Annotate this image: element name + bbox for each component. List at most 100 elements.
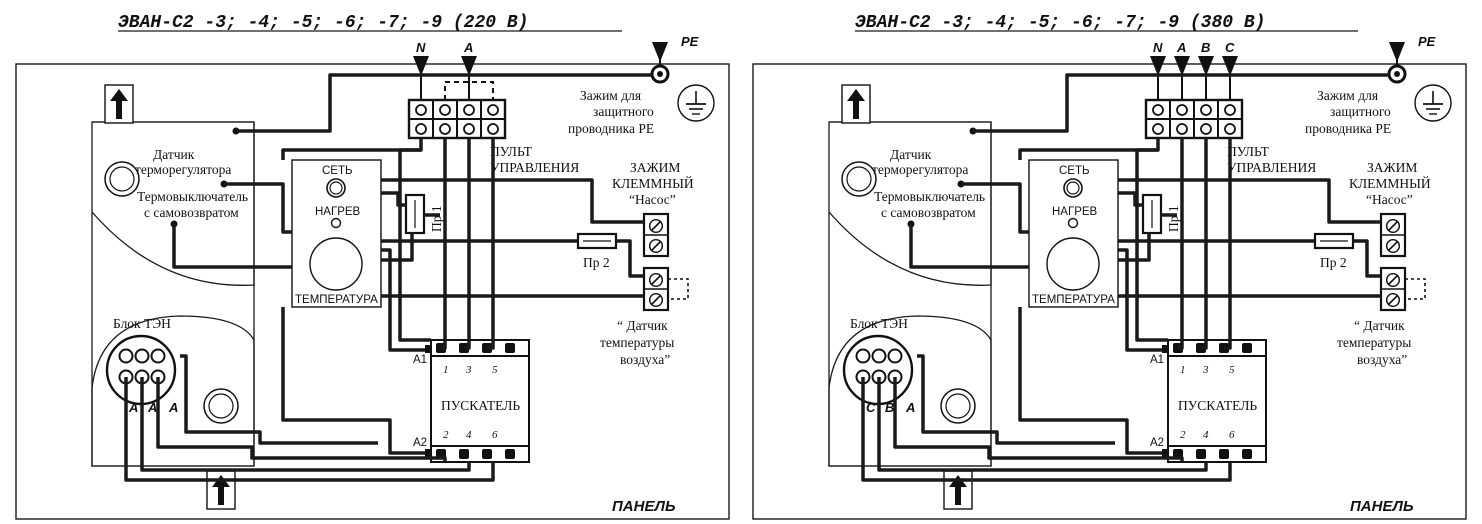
coil-a2: A2 [413,437,427,449]
pe-clamp-label-1: Зажим для [580,88,641,103]
heat-label: НАГРЕВ [1052,206,1098,218]
ground-icon [677,84,715,122]
heat-label: НАГРЕВ [315,206,361,218]
wires [861,73,1389,482]
terminal-label-3: “Насос” [1366,192,1413,207]
pe-label: PE [681,34,699,49]
set-label: СЕТЬ [1059,165,1090,177]
terminal-label-1: ЗАЖИМ [630,160,680,175]
panel-frame [15,63,730,520]
control-panel-label-2: УПРАВЛЕНИЯ [490,160,579,175]
diagram-380v: ЭВАН-С2 -3; -4; -5; -6; -7; -9 (380 В) П… [752,13,1467,520]
thermo-switch-label-1: Термовыключатель [137,189,248,204]
svg-text:Датчик: Датчик [153,147,195,162]
diagram-title: ЭВАН-С2 -3; -4; -5; -6; -7; -9 (380 В) [855,13,1265,33]
temperature-knob [309,237,363,291]
diagram-title: ЭВАН-С2 -3; -4; -5; -6; -7; -9 (220 В) [118,13,528,33]
panel-label: ПАНЕЛЬ [612,498,676,515]
terminal-label-2: КЛЕММНЫЙ [1349,176,1431,191]
starter-bot-num-2: 2 [1180,429,1186,441]
fuse-1-label: Пр 1 [429,205,444,232]
heat-indicator [1067,217,1079,229]
starter-top-num-3: 3 [465,364,472,376]
set-label: СЕТЬ [322,165,353,177]
heater-block-label: Блок ТЭН [850,316,908,331]
starter-top-num-5: 5 [1229,364,1235,376]
fuse-1-label: Пр 1 [1166,205,1181,232]
starter-label: ПУСКАТЕЛЬ [1178,398,1257,413]
water-outlet-arrow-icon [104,84,134,124]
heater-phase-1: C [866,400,876,415]
coil-a2: A2 [1150,437,1164,449]
lower-tank-outline [91,315,255,467]
phase-label-b: B [1201,40,1210,55]
diagram-220v: ЭВАН-С2 -3; -4; -5; -6; -7; -9 (220 В) П… [15,13,730,520]
water-outlet-arrow-icon [841,84,871,124]
pe-clamp-label-3: проводника РЕ [568,121,654,136]
heater-phase-2: B [885,400,894,415]
wires [124,73,652,482]
terminal-label-1: ЗАЖИМ [1367,160,1417,175]
phase-label-a: A [463,40,473,55]
starter-bot-num-2: 2 [443,429,449,441]
starter-label: ПУСКАТЕЛЬ [441,398,520,413]
coil-a1: A1 [413,354,427,366]
heater-phase-3: A [168,400,178,415]
input-terminal-block [1144,98,1244,140]
water-inlet-arrow-icon [206,470,236,510]
input-terminal-block [407,98,507,140]
starter-bot-num-6: 6 [1229,429,1235,441]
sensor-label-1: Датчик [890,147,932,162]
control-panel-label-2: УПРАВЛЕНИЯ [1227,160,1316,175]
temp-label: ТЕМПЕРАТУРА [1032,294,1115,306]
phase-label-c: C [1225,40,1235,55]
heat-indicator [330,217,342,229]
heater-phase-2: A [147,400,157,415]
air-sensor-label-1: “ Датчик [1354,318,1405,333]
panel-label: ПАНЕЛЬ [1350,498,1414,515]
svg-text:терморегулятора: терморегулятора [135,162,231,177]
air-sensor-label-2: температуры [600,335,674,350]
starter [1162,339,1267,463]
pe-clamp-label-1: Зажим для [1317,88,1378,103]
starter-bot-num-4: 4 [466,429,472,441]
fuse-2-label: Пр 2 [583,255,610,270]
starter-top-num-1: 1 [1180,364,1186,376]
heater-phase-1: A [128,400,138,415]
fuse-2-label: Пр 2 [1320,255,1347,270]
water-inlet-arrow-icon [943,470,973,510]
terminal-label-2: КЛЕММНЫЙ [612,176,694,191]
starter-bot-num-4: 4 [1203,429,1209,441]
starter-top-num-5: 5 [492,364,498,376]
sensor-label-2: терморегулятора [135,162,231,177]
pe-clamp-label-3: проводника РЕ [1305,121,1391,136]
control-panel-label-1: ПУЛЬТ [490,144,533,159]
air-sensor-label-3: воздуха” [1357,352,1407,367]
heater-block-label: Блок ТЭН [113,316,171,331]
upper-tank-outline [91,121,255,286]
phase-label-n: N [1153,40,1163,55]
starter-bot-num-6: 6 [492,429,498,441]
heater-phase-3: A [905,400,915,415]
sensor-label-1: Датчик [153,147,195,162]
thermo-switch-label-2: с самовозвратом [881,205,976,220]
phase-label-a: A [1176,40,1186,55]
terminal-label-3: “Насос” [629,192,676,207]
temp-label: ТЕМПЕРАТУРА [295,294,378,306]
air-sensor-label-1: “ Датчик [617,318,668,333]
pe-label: PE [1418,34,1436,49]
starter [425,339,530,463]
control-panel-label-1: ПУЛЬТ [1227,144,1270,159]
air-sensor-label-3: воздуха” [620,352,670,367]
thermo-switch-label-2: с самовозвратом [144,205,239,220]
svg-text:с самовозвратом: с самовозвратом [144,205,239,220]
panel-frame [752,63,1467,520]
pe-clamp-label-2: защитного [1330,104,1391,119]
ground-icon [1414,84,1452,122]
temperature-knob [1046,237,1100,291]
thermo-switch-label-1: Термовыключатель [874,189,985,204]
starter-top-num-1: 1 [443,364,449,376]
sensor-label-2: терморегулятора [872,162,968,177]
air-sensor-label-2: температуры [1337,335,1411,350]
